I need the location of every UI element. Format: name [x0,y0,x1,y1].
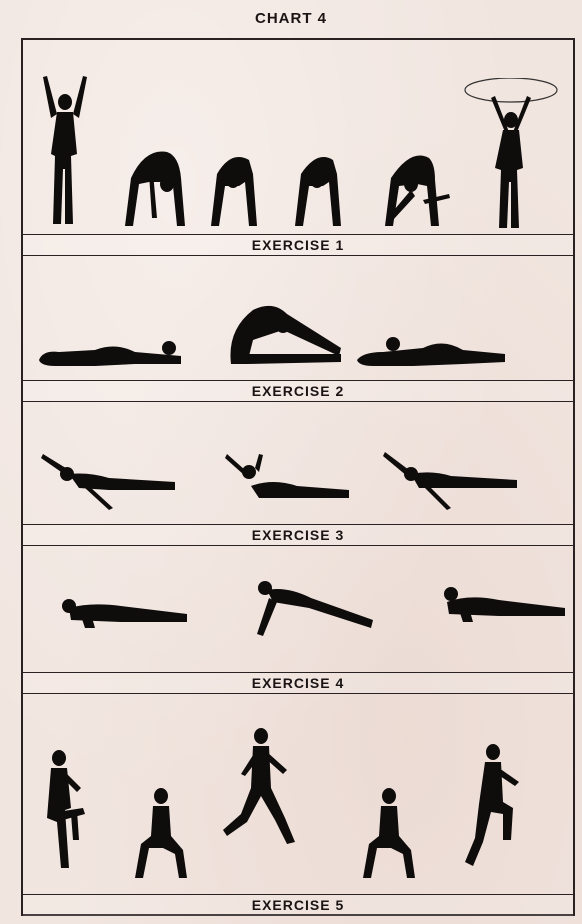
exercise-4-label: EXERCISE 4 [23,672,573,694]
figure-lying-flat-2 [353,330,509,368]
figure-squat-2 [355,786,425,882]
exercise-2-panel [23,256,573,380]
figure-pushup-up [237,576,377,642]
figure-arm-circles [461,78,561,234]
exercise-4-panel [23,546,573,672]
exercise-5-label: EXERCISE 5 [23,894,573,916]
exercise-chart-frame: EXERCISE 1 [21,38,575,916]
exercise-2-label: EXERCISE 2 [23,380,573,402]
figure-high-knee-run [33,748,89,872]
figure-jog [453,742,527,872]
exercise-5-panel [23,694,573,894]
figure-pushup-down-1 [51,592,191,632]
figure-prone-arch-3 [381,446,521,512]
figure-running-stride [217,726,301,856]
figure-squat-1 [127,786,197,882]
figure-bend-forward-2 [203,144,263,228]
exercise-1-panel [23,40,573,256]
figure-pushup-down-2 [429,582,569,626]
figure-bend-forward-4 [371,140,455,228]
figure-standing-arms-up [35,74,95,234]
figure-prone-arch-2 [223,452,353,512]
figure-bend-forward-3 [287,144,347,228]
exercise-3-label: EXERCISE 3 [23,524,573,546]
exercise-1-label: EXERCISE 1 [23,234,573,256]
figure-bend-forward-1 [115,138,191,228]
figure-sit-up-toe-touch [223,300,347,370]
exercise-3-panel [23,402,573,524]
chart-title: CHART 4 [0,10,582,27]
figure-lying-flat-1 [35,334,185,368]
figure-prone-arch-1 [39,448,179,512]
